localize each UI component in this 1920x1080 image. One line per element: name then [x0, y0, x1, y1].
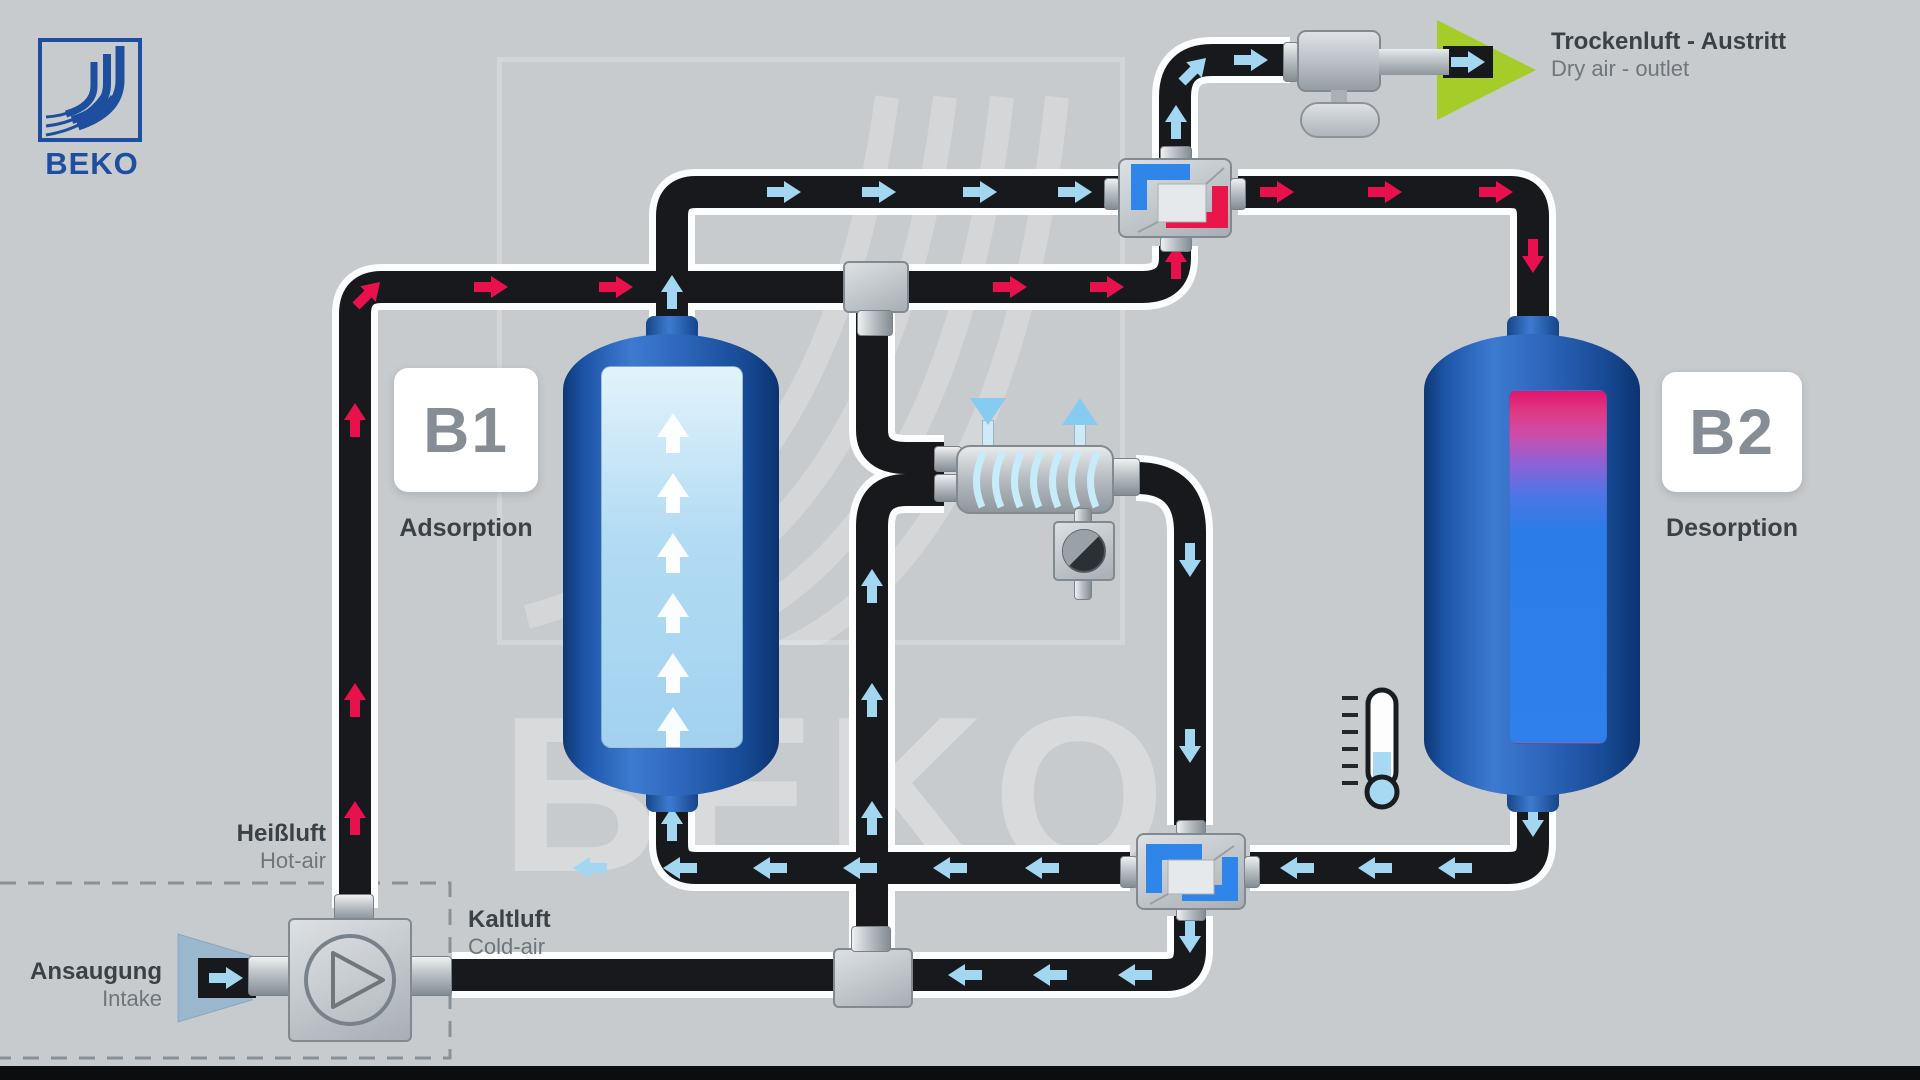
- b1-updraft-arrows: [657, 413, 689, 747]
- b2-desiccant-panel: [1509, 390, 1607, 744]
- drain-valve-knob-icon: [1062, 529, 1106, 573]
- blower-port-top: [334, 894, 374, 922]
- tee-top-stub: [857, 310, 893, 336]
- heater: [956, 445, 1114, 514]
- blower-port-left: [248, 956, 292, 996]
- pipe-outlet: [1159, 44, 1290, 166]
- dry-air-outlet-en: Dry air - outlet: [1551, 55, 1690, 81]
- pipe-b2-bottom: [1250, 794, 1549, 884]
- drain-valve: [1053, 521, 1115, 581]
- pipe-heater-to-valve: [1135, 462, 1206, 825]
- thermometer-icon: [1342, 687, 1400, 810]
- valve-bevel-lines: [1149, 845, 1235, 905]
- b1-process-label: Adsorption: [399, 514, 533, 542]
- tee-connector-top: [843, 261, 909, 313]
- outlet-valve-body: [1297, 30, 1381, 92]
- lower-crossover-valve: [1136, 833, 1246, 910]
- valve-face: [1157, 183, 1207, 223]
- hot-air-en: Hot-air: [259, 847, 326, 873]
- valve-cold-path-a: [1146, 844, 1202, 893]
- lower-valve-port-right: [1244, 856, 1260, 888]
- outlet-pipe-gray: [1379, 49, 1449, 75]
- upper-valve-graphic: [1131, 164, 1228, 233]
- tee-connector-bottom: [833, 948, 913, 1008]
- blower: [288, 918, 412, 1042]
- dry-air-outlet-label: Trockenluft - Austritt Dry air - outlet: [1551, 28, 1891, 81]
- pipe-riser-to-heater: [856, 474, 944, 956]
- watermark-frame: [497, 57, 1125, 645]
- cold-air-label: Kaltluft Cold-air: [468, 906, 618, 959]
- cold-arrow-icon: [573, 857, 607, 879]
- valve-face: [1167, 859, 1215, 895]
- vent-down-triangle-icon: [970, 398, 1006, 425]
- lower-valve-graphic: [1146, 844, 1238, 905]
- cold-air-de: Kaltluft: [468, 906, 551, 933]
- hot-air-de: Heißluft: [236, 820, 326, 847]
- beko-logo-icon: [38, 38, 142, 142]
- vent-up-triangle-icon: [1062, 398, 1098, 425]
- blower-rotor-icon: [304, 934, 396, 1026]
- b2-process-label: Desorption: [1666, 514, 1798, 542]
- pipe-tee-to-heater: [856, 312, 944, 474]
- b2-tag-card: B2: [1662, 372, 1802, 492]
- valve-bevel-lines: [1137, 167, 1225, 233]
- b1-tag: B1: [423, 394, 509, 466]
- b2-tag: B2: [1689, 396, 1775, 468]
- pipe-b1-bottom: [656, 794, 1130, 884]
- intake-de: Ansaugung: [30, 958, 162, 985]
- b1-tag-card: B1: [394, 368, 538, 492]
- b1-desiccant-panel: [601, 366, 743, 748]
- intake-en: Intake: [102, 985, 162, 1011]
- pipe-valve-to-b2-casing: [1238, 169, 1556, 326]
- beko-logo-text: BEKO: [45, 146, 139, 181]
- upper-valve-port-right: [1230, 178, 1246, 210]
- pipes: [332, 37, 1556, 998]
- heater-coil-icon: [973, 450, 1102, 509]
- valve-cold-path: [1131, 164, 1190, 210]
- hot-air-label: Heißluft Hot-air: [150, 820, 326, 873]
- intake-label: Ansaugung Intake: [28, 958, 162, 1011]
- pipe-b1-top: [656, 176, 1124, 332]
- dry-air-outlet-de: Trockenluft - Austritt: [1551, 28, 1787, 55]
- upper-crossover-valve: [1118, 158, 1232, 238]
- cold-air-en: Cold-air: [468, 933, 546, 959]
- tee-bottom-stub: [851, 926, 891, 952]
- bottom-border-bar: [0, 1066, 1920, 1080]
- silencer-icon: [1300, 102, 1380, 138]
